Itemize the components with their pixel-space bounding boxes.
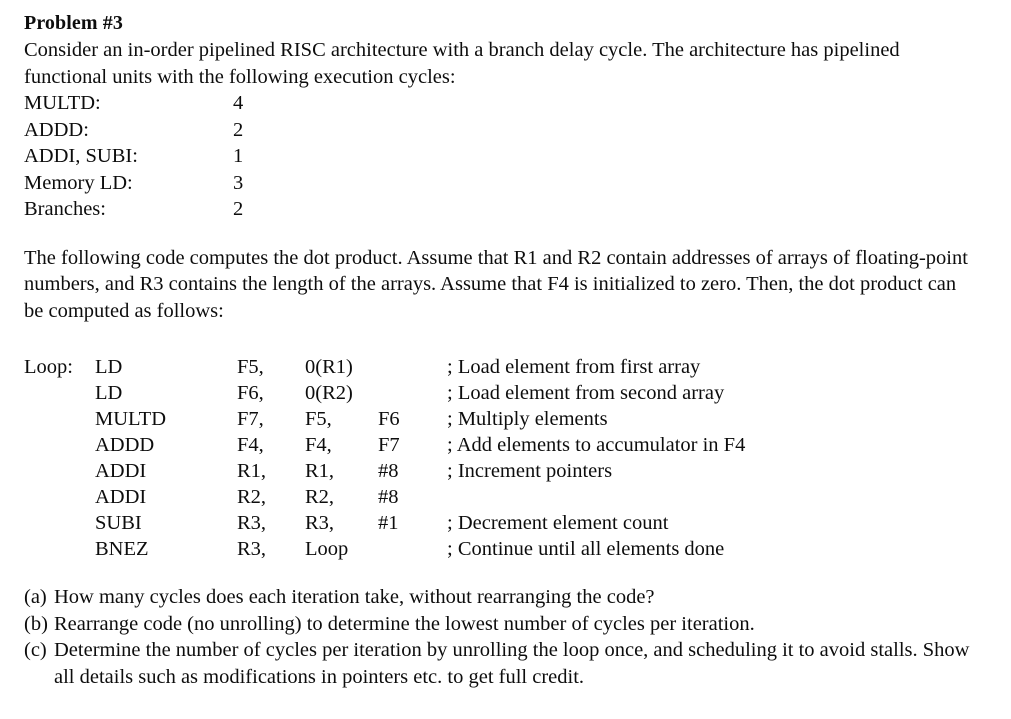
code-comment: ; Decrement element count [447,512,669,534]
code-operand-3: F7 [378,434,400,456]
unit-cycles: 1 [233,145,244,167]
table-row: ADDD: 2 [24,117,293,144]
unit-label: Branches: [24,198,106,220]
code-operand-3: #1 [378,512,399,534]
table-row: ADDI, SUBI: 1 [24,143,293,170]
code-label [24,432,95,458]
question-marker: (c) [24,639,47,661]
code-comment [447,484,745,510]
execution-cycles-body: MULTD: 4 ADDD: 2 ADDI, SUBI: 1 Memory LD… [24,90,293,223]
code-operand-3 [378,354,447,380]
code-label [24,380,95,406]
code-operand-2: Loop [305,538,349,560]
table-row: MULTD: 4 [24,90,293,117]
code-operand-1: R2, [237,486,267,508]
code-operand-1: F4, [237,434,264,456]
code-comment: ; Continue until all elements done [447,538,725,560]
question-item: (b) Rearrange code (no unrolling) to det… [24,611,976,638]
code-operand-2: R3, [305,512,335,534]
spacer [24,562,971,584]
code-operand-2: 0(R2) [305,382,353,404]
code-operand-1: F7, [237,408,264,430]
question-text: Determine the number of cycles per itera… [54,639,970,688]
code-operand-1: R3, [237,538,267,560]
code-opcode: SUBI [95,512,142,534]
table-row: Branches: 2 [24,196,293,223]
code-opcode: ADDI [95,486,147,508]
code-line: LD F6, 0(R2) ; Load element from second … [24,380,745,406]
code-label [24,510,95,536]
code-comment: ; Load element from second array [447,382,725,404]
execution-cycles-table: MULTD: 4 ADDD: 2 ADDI, SUBI: 1 Memory LD… [24,90,293,223]
table-row: Memory LD: 3 [24,170,293,197]
unit-label: Memory LD: [24,171,133,194]
code-label [24,536,95,562]
question-item: (a) How many cycles does each iteration … [24,584,976,611]
code-opcode: LD [95,382,123,404]
question-marker: (a) [24,586,47,608]
code-line: BNEZ R3, Loop ; Continue until all eleme… [24,536,745,562]
code-opcode: LD [95,356,123,378]
code-line: SUBI R3, R3, #1 ; Decrement element coun… [24,510,745,536]
code-operand-1: R3, [237,512,267,534]
code-opcode: MULTD [95,408,166,430]
question-marker: (b) [24,612,48,635]
code-operand-2: R2, [305,486,335,508]
code-comment: ; Multiply elements [447,408,608,430]
page-title: Problem #3 [24,12,123,34]
code-operand-3 [378,536,447,562]
unit-cycles: 4 [233,92,244,114]
unit-label: MULTD: [24,92,101,114]
unit-label: ADDD: [24,118,89,141]
unit-label: ADDI, SUBI: [24,145,138,167]
code-label [24,458,95,484]
unit-cycles: 2 [233,198,244,220]
code-operand-3: F6 [378,408,400,430]
description-paragraph: The following code computes the dot prod… [24,246,968,322]
code-operand-3 [378,380,447,406]
spacer [24,324,971,354]
code-operand-1: F6, [237,382,264,404]
code-line: ADDI R1, R1, #8 ; Increment pointers [24,458,745,484]
code-operand-1: F5, [237,356,264,378]
code-operand-3: #8 [378,460,399,482]
code-operand-2: F5, [305,408,332,430]
code-operand-1: R1, [237,460,267,482]
unit-cycles: 2 [233,118,244,141]
code-label [24,406,95,432]
question-text: How many cycles does each iteration take… [54,586,655,608]
assembly-code-listing: Loop: LD F5, 0(R1) ; Load element from f… [24,354,745,562]
code-operand-2: R1, [305,460,335,482]
code-line: ADDI R2, R2, #8 [24,484,745,510]
code-line: MULTD F7, F5, F6 ; Multiply elements [24,406,745,432]
code-operand-2: 0(R1) [305,356,353,378]
spacer [24,223,971,245]
code-line: ADDD F4, F4, F7 ; Add elements to accumu… [24,432,745,458]
code-comment: ; Add elements to accumulator in F4 [447,434,746,456]
code-opcode: BNEZ [95,538,149,560]
question-list: (a) How many cycles does each iteration … [24,584,971,690]
code-comment: ; Increment pointers [447,460,613,482]
code-operand-3: #8 [378,486,399,508]
code-comment: ; Load element from first array [447,356,701,378]
unit-cycles: 3 [233,171,244,194]
question-text: Rearrange code (no unrolling) to determi… [54,612,755,635]
code-label [24,484,95,510]
intro-paragraph: Consider an in-order pipelined RISC arch… [24,39,900,88]
code-line: Loop: LD F5, 0(R1) ; Load element from f… [24,354,745,380]
code-label: Loop: [24,356,73,378]
code-opcode: ADDI [95,460,147,482]
question-item: (c) Determine the number of cycles per i… [24,637,976,690]
code-operand-2: F4, [305,434,332,456]
assembly-code-body: Loop: LD F5, 0(R1) ; Load element from f… [24,354,745,562]
code-opcode: ADDD [95,434,155,456]
